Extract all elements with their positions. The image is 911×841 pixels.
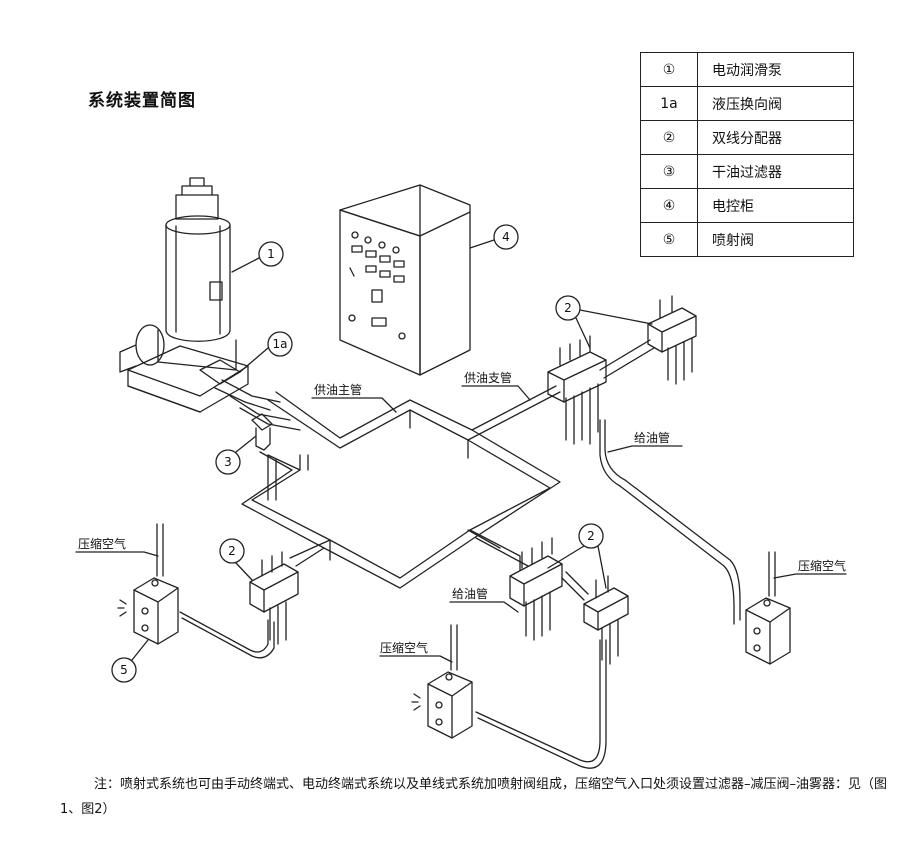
label-compressed-air-left: 压缩空气 bbox=[78, 536, 126, 551]
callout-leaders bbox=[111, 224, 653, 683]
dry-oil-filter bbox=[251, 413, 273, 451]
electrical-control-cabinet bbox=[339, 184, 471, 376]
legend-num: ③ bbox=[640, 154, 698, 189]
page-title: 系统装置简图 bbox=[88, 91, 196, 111]
branch-supply-pipe bbox=[467, 339, 655, 441]
callout-4: 4 bbox=[502, 230, 510, 244]
footnote: 注：喷射式系统也可由手动终端式、电动终端式系统以及单线式系统加喷射阀组成，压缩空… bbox=[60, 777, 888, 817]
label-branch-supply-pipe: 供油支管 bbox=[464, 370, 512, 385]
callout-2-left: 2 bbox=[228, 544, 236, 558]
legend-name: 液压换向阀 bbox=[697, 86, 854, 121]
callout-2-right: 2 bbox=[587, 529, 595, 543]
spray-valve-left bbox=[117, 523, 179, 645]
label-compressed-air-right: 压缩空气 bbox=[798, 558, 846, 573]
legend-num: ② bbox=[640, 120, 698, 155]
callout-1a: 1a bbox=[273, 337, 288, 351]
callout-3: 3 bbox=[224, 455, 232, 469]
legend-num: ⑤ bbox=[640, 222, 698, 257]
legend-name: 喷射阀 bbox=[697, 222, 854, 257]
legend-name: 双线分配器 bbox=[697, 120, 854, 155]
legend-name: 电动润滑泵 bbox=[697, 52, 854, 87]
distributor-top bbox=[547, 295, 697, 445]
electric-lubrication-pump bbox=[119, 177, 301, 431]
callout-1: 1 bbox=[267, 247, 275, 261]
label-main-supply-pipe: 供油主管 bbox=[314, 382, 362, 397]
callout-2-top: 2 bbox=[564, 301, 572, 315]
distributor-left bbox=[249, 551, 299, 645]
label-feed-pipe-lower: 给油管 bbox=[452, 586, 488, 601]
feed-pipes bbox=[179, 419, 741, 769]
label-compressed-air-middle: 压缩空气 bbox=[380, 640, 428, 655]
label-leaders bbox=[75, 385, 847, 663]
main-supply-pipe bbox=[241, 391, 561, 589]
spray-valve-right bbox=[745, 551, 791, 665]
spray-valve-middle bbox=[411, 624, 473, 739]
callout-5: 5 bbox=[120, 663, 128, 677]
distributor-right bbox=[509, 537, 629, 665]
label-feed-pipe-upper: 给油管 bbox=[634, 430, 670, 445]
